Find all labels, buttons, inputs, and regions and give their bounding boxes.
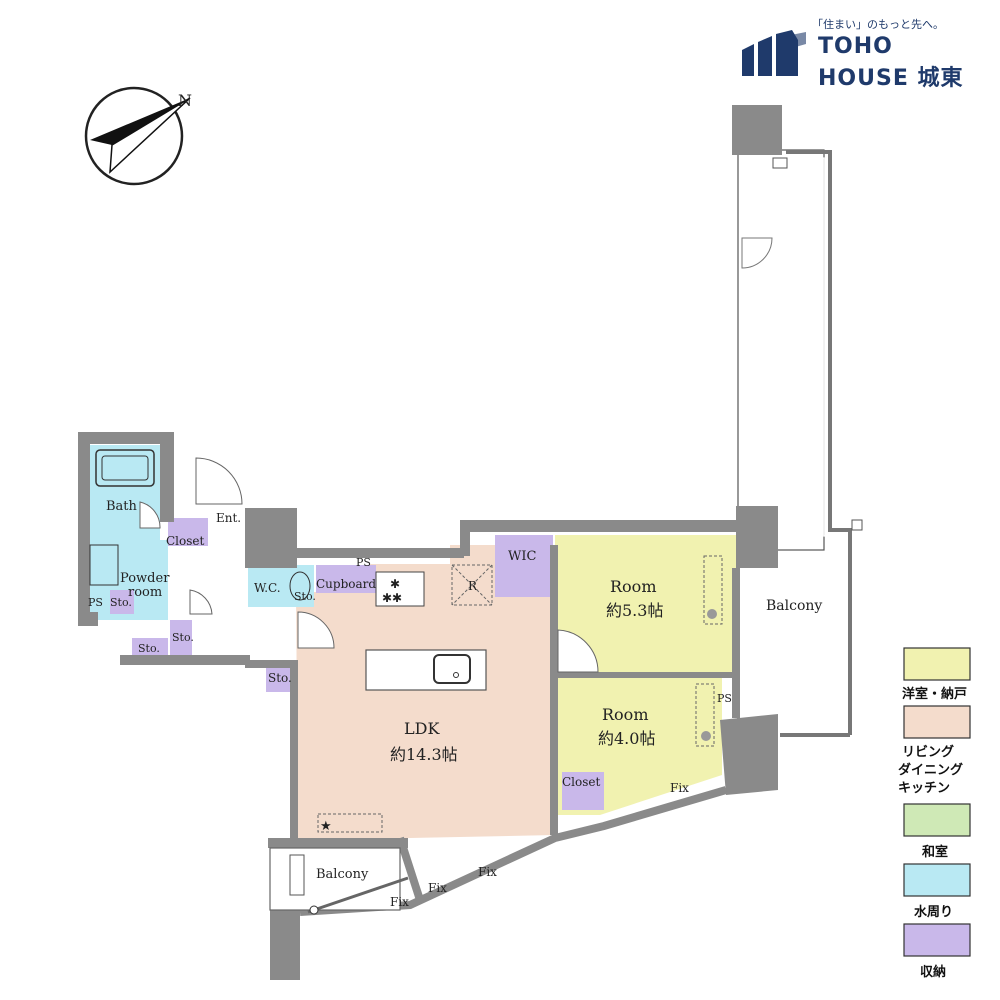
- bathtub-icon: [95, 449, 155, 487]
- north-label: N: [178, 91, 192, 110]
- ldk-area: [296, 545, 555, 838]
- sto-mid-label: Sto.: [172, 631, 194, 644]
- wc-area: [248, 565, 314, 607]
- svg-text:✱: ✱: [390, 577, 400, 591]
- brand-name-line2: HOUSE 城東: [818, 60, 964, 92]
- legend-label-ldk-3: キッチン: [898, 781, 950, 796]
- fix-label-4: Fix: [390, 895, 409, 909]
- cupboard-label: Cupboard: [316, 577, 376, 591]
- fix-label-1: Fix: [670, 781, 689, 795]
- stove-icon: [375, 571, 425, 607]
- sto-bottom-label: Sto.: [138, 642, 160, 655]
- room1-size: 約5.3帖: [606, 601, 663, 620]
- legend-swatch-storage: [903, 923, 971, 957]
- legend-swatch-western: [903, 647, 971, 681]
- legend-label-storage: 収納: [920, 964, 946, 980]
- legend-swatch-ldk: [903, 705, 971, 739]
- north-compass-icon: N: [84, 86, 192, 186]
- ent-label: Ent.: [216, 511, 241, 525]
- room-fills: [88, 445, 737, 838]
- room1-name: Room: [610, 577, 656, 596]
- balcony-right-area: [732, 105, 863, 737]
- powder-label-2: room: [128, 585, 162, 600]
- legend-label-japanese: 和室: [922, 844, 948, 860]
- legend-swatch-water: [903, 863, 971, 897]
- room-labels: Room 約5.3帖 Room 約4.0帖 LDK 約14.3帖 Bath Po…: [88, 499, 822, 909]
- legend-label-water: 水周り: [914, 904, 953, 920]
- sto-hall-label: Sto.: [268, 671, 292, 685]
- legend: 洋室・納戸 リビング ダイニング キッチン 和室 水周り 収納: [898, 647, 971, 980]
- ps-left-label: PS: [88, 596, 103, 609]
- sto-wc-label: Sto.: [294, 590, 316, 603]
- toilet-icon: [289, 571, 311, 601]
- fix-label-2: Fix: [478, 865, 497, 879]
- walls: [78, 432, 778, 980]
- ldk-size: 約14.3帖: [390, 745, 458, 764]
- balcony-bottom-label: Balcony: [316, 867, 369, 882]
- sto-left-area: [110, 590, 134, 614]
- sto-mid-area: [170, 620, 192, 656]
- legend-label-ldk-2: ダイニング: [898, 762, 963, 778]
- sto-left-label: Sto.: [110, 596, 132, 609]
- wic-area: [495, 535, 553, 597]
- star-mark: ★: [320, 819, 332, 834]
- brand-name-line1: TOHO: [818, 34, 893, 59]
- legend-label-ldk-1: リビング: [902, 744, 954, 760]
- ldk-name: LDK: [404, 719, 440, 738]
- brand-house: HOUSE: [818, 66, 909, 91]
- brand-suffix: 城東: [917, 66, 964, 91]
- ps-right-label: PS: [717, 692, 732, 705]
- bath-label: Bath: [106, 499, 138, 514]
- closet-room-area: [562, 772, 604, 810]
- ps-top-label: PS: [356, 556, 371, 569]
- fix-label-3: Fix: [428, 881, 447, 895]
- room2-name: Room: [602, 705, 648, 724]
- legend-label-western: 洋室・納戸: [902, 686, 967, 702]
- wic-label: WIC: [508, 549, 536, 564]
- brand-tagline: 「住まい」のもっと先へ。: [812, 18, 944, 31]
- balcony-right-label: Balcony: [766, 598, 822, 614]
- cupboard-area: [316, 565, 376, 593]
- powder-label: Powder: [120, 571, 170, 586]
- r-label: R: [468, 579, 478, 593]
- wc-label: W.C.: [254, 581, 281, 595]
- brand-logo-icon: [742, 30, 806, 76]
- sto-bottom-area: [132, 638, 168, 658]
- legend-swatch-japanese: [903, 803, 971, 837]
- closet-room-label: Closet: [562, 775, 601, 789]
- closet-ent-area: [168, 518, 208, 546]
- sink-icon: [433, 654, 471, 684]
- svg-text:✱✱: ✱✱: [382, 591, 402, 605]
- fixtures: ✱ ✱✱: [89, 449, 723, 833]
- closet-ent-label: Closet: [166, 534, 205, 548]
- balcony-bottom-area: [269, 847, 409, 915]
- room2-size: 約4.0帖: [598, 729, 655, 748]
